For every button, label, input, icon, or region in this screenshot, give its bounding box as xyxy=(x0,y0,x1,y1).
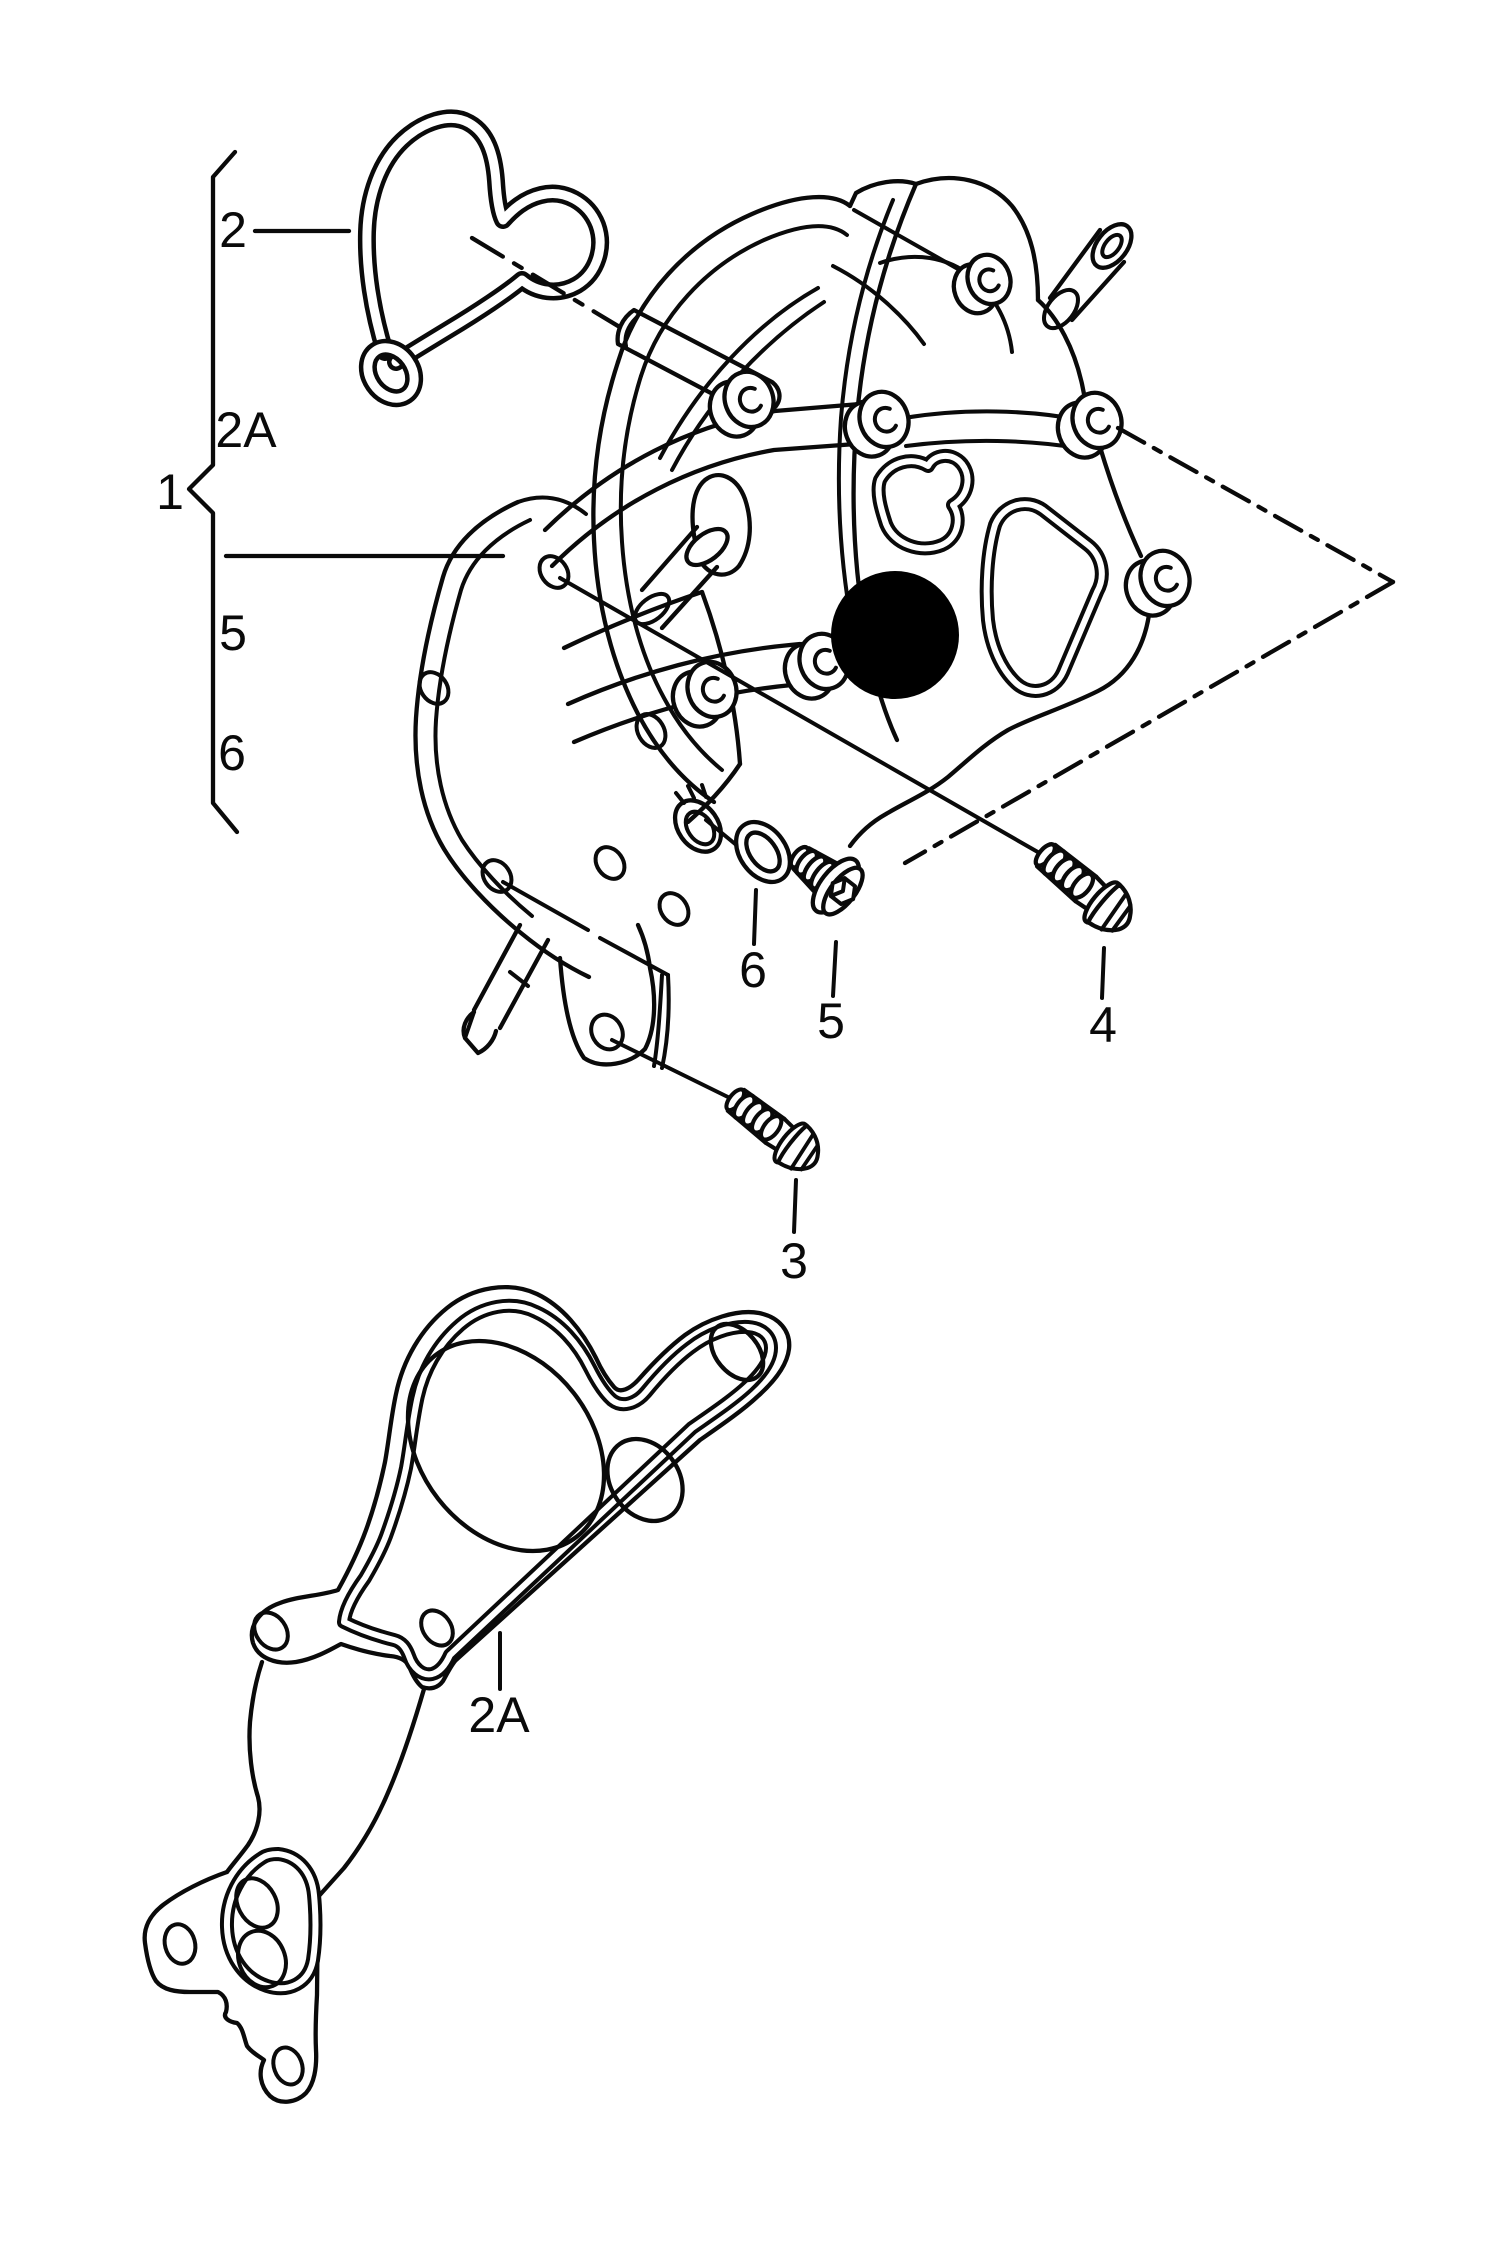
parts-list-bracket: 2 2A 1 5 6 xyxy=(156,149,506,835)
bolt-4 xyxy=(1025,832,1144,943)
mounting-stud xyxy=(461,922,551,1056)
callout-2a-label: 2A xyxy=(468,1687,530,1743)
callout-3-label: 3 xyxy=(780,1233,808,1289)
parts-list-item-6: 6 xyxy=(218,725,246,781)
assembly-number-label: 1 xyxy=(156,464,184,520)
callout-5-label: 5 xyxy=(817,993,845,1049)
parts-list-item-5: 5 xyxy=(219,605,247,661)
cover-port-large xyxy=(979,497,1109,698)
o-ring-seal-6 xyxy=(733,819,793,885)
redaction-dot xyxy=(831,571,959,699)
vacuum-pump-assembly xyxy=(413,176,1192,1068)
vacuum-port-nipple xyxy=(1042,222,1134,331)
assembly-axis-line xyxy=(469,235,621,329)
gasket-seal-2 xyxy=(357,109,610,408)
projection-lines xyxy=(902,425,1396,866)
bolt-3 xyxy=(716,1078,830,1182)
parts-list-item-2a: 2A xyxy=(215,402,277,458)
gasket-2a: 2A xyxy=(142,1285,792,2104)
stud-bushings xyxy=(670,252,1192,729)
parts-list-item-2: 2 xyxy=(219,202,247,258)
leader-lines xyxy=(501,576,1106,1234)
callout-4-label: 4 xyxy=(1089,997,1117,1053)
plug-bore xyxy=(672,783,724,854)
callout-6-label: 6 xyxy=(739,942,767,998)
screw-plug-5 xyxy=(788,844,865,917)
cover-port-small xyxy=(871,449,975,556)
